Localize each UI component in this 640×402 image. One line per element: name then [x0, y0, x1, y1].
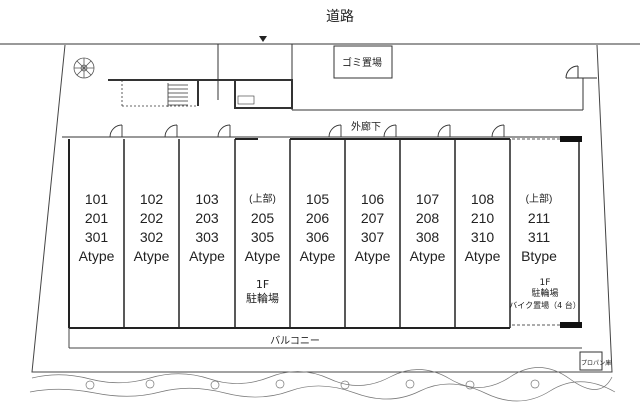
unit-type: Atype — [189, 248, 225, 264]
unit-108: 108 210 310 Atype — [455, 190, 510, 266]
unit-205-note: 1F 駐輪場 — [235, 278, 290, 306]
unit-102: 102 202 302 Atype — [124, 190, 179, 266]
site-boundary — [31, 44, 613, 373]
unit-type: Atype — [354, 248, 391, 264]
unit-type: Atype — [409, 248, 446, 264]
service-block — [108, 44, 293, 110]
unit-107: 107 208 308 Atype — [400, 190, 455, 266]
unit-line: 310 — [470, 229, 495, 245]
unit-line: 210 — [470, 210, 495, 226]
building-walls — [68, 138, 511, 329]
unit-type: Atype — [299, 248, 336, 264]
unit-103: 103 203 303 Atype — [179, 190, 235, 266]
unit-line: 205 — [250, 210, 275, 226]
note-line: 駐輪場 — [246, 292, 279, 305]
unit-line: 105 — [305, 191, 330, 207]
unit-type: Atype — [244, 248, 281, 264]
gate-door-icon — [565, 65, 580, 79]
hedge-planting — [29, 367, 616, 402]
unit-line: 302 — [139, 229, 164, 245]
corridor-label: 外廊下 — [351, 122, 381, 133]
stairs-icon — [167, 83, 188, 107]
unit-type: Atype — [464, 248, 501, 264]
unit-line: 208 — [415, 210, 440, 226]
propane-storage-box — [579, 351, 603, 371]
unit-line: 106 — [360, 191, 385, 207]
external-corridor — [62, 77, 597, 138]
unit-type: Atype — [78, 248, 115, 264]
unit-205: (上部) 205 305 Atype — [235, 190, 290, 266]
unit-line: 101 — [84, 191, 109, 207]
unit-line: 103 — [195, 191, 219, 207]
bike-parking-area — [512, 136, 582, 328]
unit-line: 207 — [360, 210, 385, 226]
garbage-station-label: ゴミ置場 — [342, 58, 382, 69]
unit-line: 202 — [139, 210, 164, 226]
unit-line: 107 — [415, 191, 440, 207]
road-label: 道路 — [326, 9, 354, 25]
entrance-arrow-icon — [259, 36, 267, 42]
unit-line: (上部) — [525, 194, 553, 205]
tree-icon — [73, 57, 95, 79]
note-line: 1F — [255, 278, 270, 291]
unit-line: 108 — [470, 191, 495, 207]
unit-106: 106 207 307 Atype — [345, 190, 400, 266]
note-line: 1F — [539, 278, 551, 288]
note-line: 駐輪場 — [531, 289, 559, 299]
unit-line: 206 — [305, 210, 330, 226]
unit-line: 305 — [250, 229, 275, 245]
unit-type: Atype — [133, 248, 170, 264]
propane-storage-label: プロパン庫 — [581, 360, 612, 367]
balcony-label: バルコニー — [270, 336, 320, 347]
unit-line: 307 — [360, 229, 385, 245]
unit-line: 211 — [527, 210, 551, 226]
unit-105: 105 206 306 Atype — [290, 190, 345, 266]
unit-211-note: 1F 駐輪場 バイク置場（4 台） — [505, 278, 585, 311]
unit-line: (上部) — [249, 194, 276, 205]
unit-line: 203 — [195, 210, 219, 226]
note-line: バイク置場（4 台） — [509, 301, 581, 310]
unit-line: 301 — [84, 229, 109, 245]
unit-101: 101 201 301 Atype — [69, 190, 124, 266]
unit-line: 306 — [305, 229, 330, 245]
balcony-outline — [68, 328, 582, 349]
unit-line: 311 — [527, 229, 551, 245]
unit-line: 303 — [195, 229, 219, 245]
unit-line: 201 — [84, 210, 109, 226]
unit-line: 308 — [415, 229, 440, 245]
unit-line: 102 — [139, 191, 164, 207]
garbage-station-box — [333, 45, 393, 79]
unit-type: Btype — [521, 248, 557, 264]
unit-doors — [109, 124, 505, 138]
unit-211: (上部) 211 311 Btype — [510, 190, 568, 266]
